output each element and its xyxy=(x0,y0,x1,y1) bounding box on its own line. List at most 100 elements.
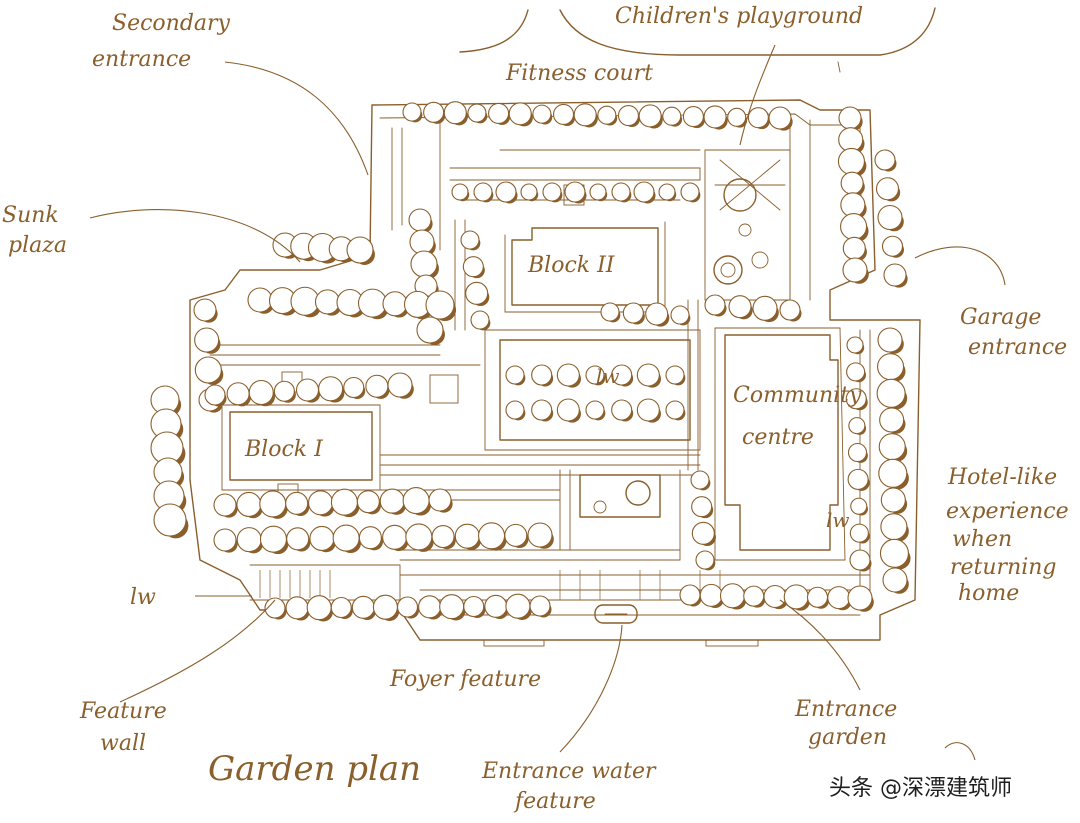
tree xyxy=(747,107,769,129)
tree xyxy=(768,106,792,130)
walkway xyxy=(209,344,481,366)
tree xyxy=(585,365,605,385)
tree xyxy=(425,290,455,320)
tree xyxy=(365,374,389,398)
tree xyxy=(332,524,360,552)
label-entrance-garden: Entrance xyxy=(795,697,898,722)
tree xyxy=(876,378,906,408)
tree xyxy=(879,538,909,568)
tree xyxy=(379,488,405,514)
tree xyxy=(878,433,906,461)
tree xyxy=(837,147,865,175)
tree xyxy=(409,229,435,255)
tree xyxy=(611,182,631,202)
tree xyxy=(402,102,422,122)
tree xyxy=(372,594,398,620)
tree xyxy=(636,363,660,387)
tree xyxy=(382,524,408,550)
tree xyxy=(423,101,445,123)
tree xyxy=(236,491,262,517)
tree xyxy=(356,490,380,514)
tree xyxy=(290,286,320,316)
tree xyxy=(467,103,487,123)
tree xyxy=(410,250,438,278)
tree xyxy=(699,583,723,607)
tree xyxy=(695,550,715,570)
tree xyxy=(408,208,432,232)
tree xyxy=(838,106,862,130)
label-block-2: Block II xyxy=(528,253,615,278)
label-block-1: Block I xyxy=(245,437,323,462)
tree xyxy=(564,181,586,203)
tree xyxy=(846,336,864,354)
tree xyxy=(402,487,430,515)
tree xyxy=(638,104,662,128)
tree xyxy=(719,583,746,609)
tree xyxy=(779,299,801,321)
leader-secondary-entrance xyxy=(224,61,369,176)
tree xyxy=(226,382,250,406)
tree xyxy=(346,236,374,264)
tree xyxy=(662,106,682,126)
tree xyxy=(881,235,904,257)
tree xyxy=(597,105,617,125)
tree xyxy=(763,584,787,609)
tree xyxy=(840,171,864,195)
tree xyxy=(285,491,309,515)
tree xyxy=(387,372,413,398)
label-foyer-feature: Foyer feature xyxy=(390,667,542,692)
tree xyxy=(847,442,868,463)
tree xyxy=(465,281,489,305)
tree xyxy=(295,378,320,402)
tree-canopy xyxy=(150,101,911,622)
tree xyxy=(488,102,510,124)
tree xyxy=(416,316,444,344)
label-returning: returning xyxy=(950,555,1057,580)
tree xyxy=(850,497,868,515)
feature-wall-hatch xyxy=(259,570,331,598)
tree xyxy=(682,106,704,128)
tree xyxy=(531,364,553,386)
tree xyxy=(194,327,220,353)
site-boundary xyxy=(189,99,921,641)
tree xyxy=(153,503,187,537)
tree xyxy=(727,107,747,127)
tree xyxy=(358,526,382,550)
tree xyxy=(679,584,701,606)
tree xyxy=(880,513,908,541)
tree xyxy=(314,289,341,315)
label-garage-entrance: Garage xyxy=(960,305,1042,330)
tree xyxy=(877,204,903,231)
tree xyxy=(213,493,237,517)
tree xyxy=(874,149,896,171)
tree xyxy=(691,496,713,518)
tree xyxy=(428,488,452,512)
tree xyxy=(842,236,866,260)
tree xyxy=(529,595,551,617)
tree xyxy=(880,487,906,513)
tree xyxy=(883,263,907,287)
tree xyxy=(542,182,562,202)
boundary-curve xyxy=(459,9,529,53)
community-centre-building xyxy=(724,334,839,551)
tree xyxy=(552,103,575,126)
label-lw-community: lw xyxy=(826,508,850,532)
tree xyxy=(505,365,525,385)
tree xyxy=(531,399,553,421)
tree xyxy=(849,523,869,543)
tree xyxy=(484,594,508,618)
tree xyxy=(463,595,485,618)
tree xyxy=(633,181,655,203)
tree xyxy=(827,586,851,610)
tree xyxy=(473,182,493,202)
tree xyxy=(259,525,288,553)
tree xyxy=(247,287,273,313)
label-childrens-playground: Children's playground xyxy=(615,4,864,29)
tree xyxy=(849,549,871,571)
watermark: 头条 @深漂建筑师 xyxy=(829,776,1012,801)
label-secondary-entrance-2: entrance xyxy=(92,47,192,72)
tree xyxy=(495,181,517,203)
tree xyxy=(343,376,365,399)
